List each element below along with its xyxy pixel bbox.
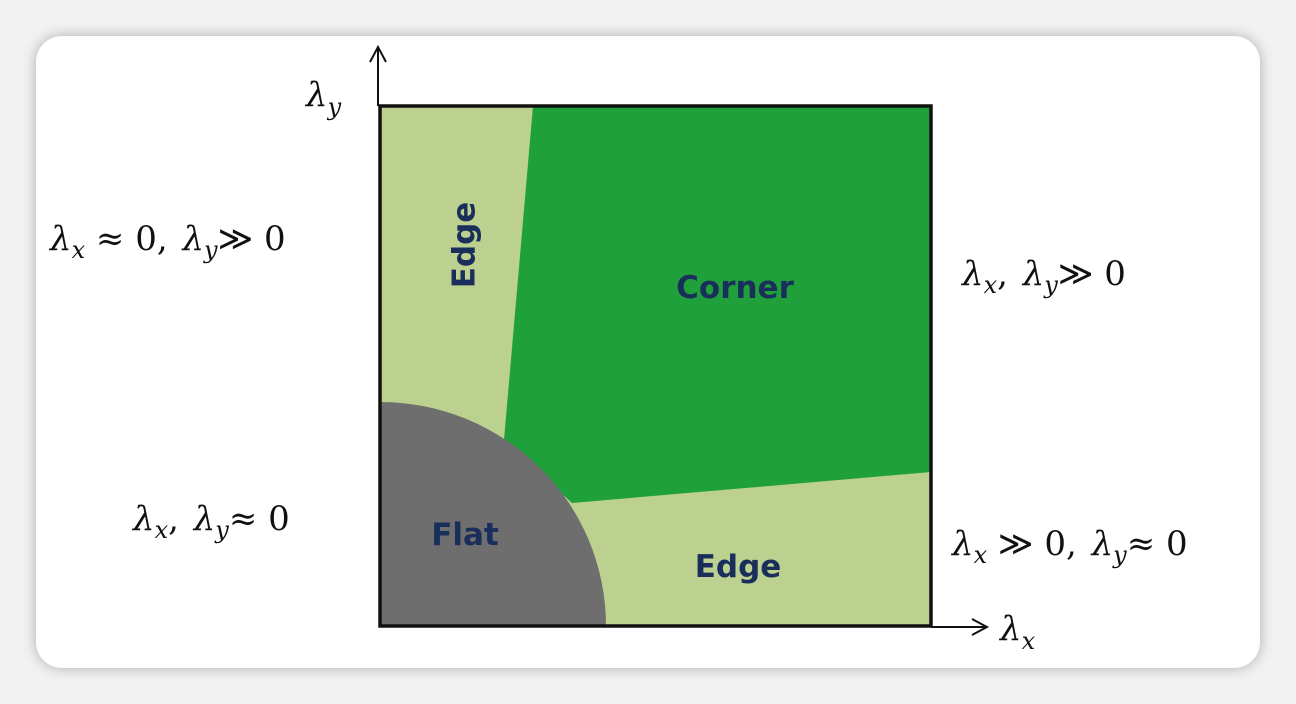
y-axis-arrowhead bbox=[369, 44, 387, 63]
flat-condition: λx, λy≈ 0 bbox=[131, 499, 290, 544]
bottom-edge-condition: λx ≫ 0, λy≈ 0 bbox=[950, 524, 1188, 569]
edge-bottom-label: Edge bbox=[695, 549, 782, 585]
corner-region bbox=[504, 106, 931, 503]
edge-left-label: Edge bbox=[447, 202, 483, 289]
y-axis-label: λy bbox=[304, 75, 342, 121]
left-edge-condition: λx ≈ 0, λy≫ 0 bbox=[48, 219, 286, 264]
plot-frame bbox=[378, 104, 933, 628]
x-axis-arrowhead bbox=[971, 618, 990, 636]
corner-label: Corner bbox=[676, 270, 794, 306]
corner-condition: λx, λy≫ 0 bbox=[960, 254, 1126, 299]
flat-region bbox=[380, 402, 606, 626]
x-axis-label: λx bbox=[998, 609, 1036, 655]
flat-label: Flat bbox=[431, 517, 499, 553]
